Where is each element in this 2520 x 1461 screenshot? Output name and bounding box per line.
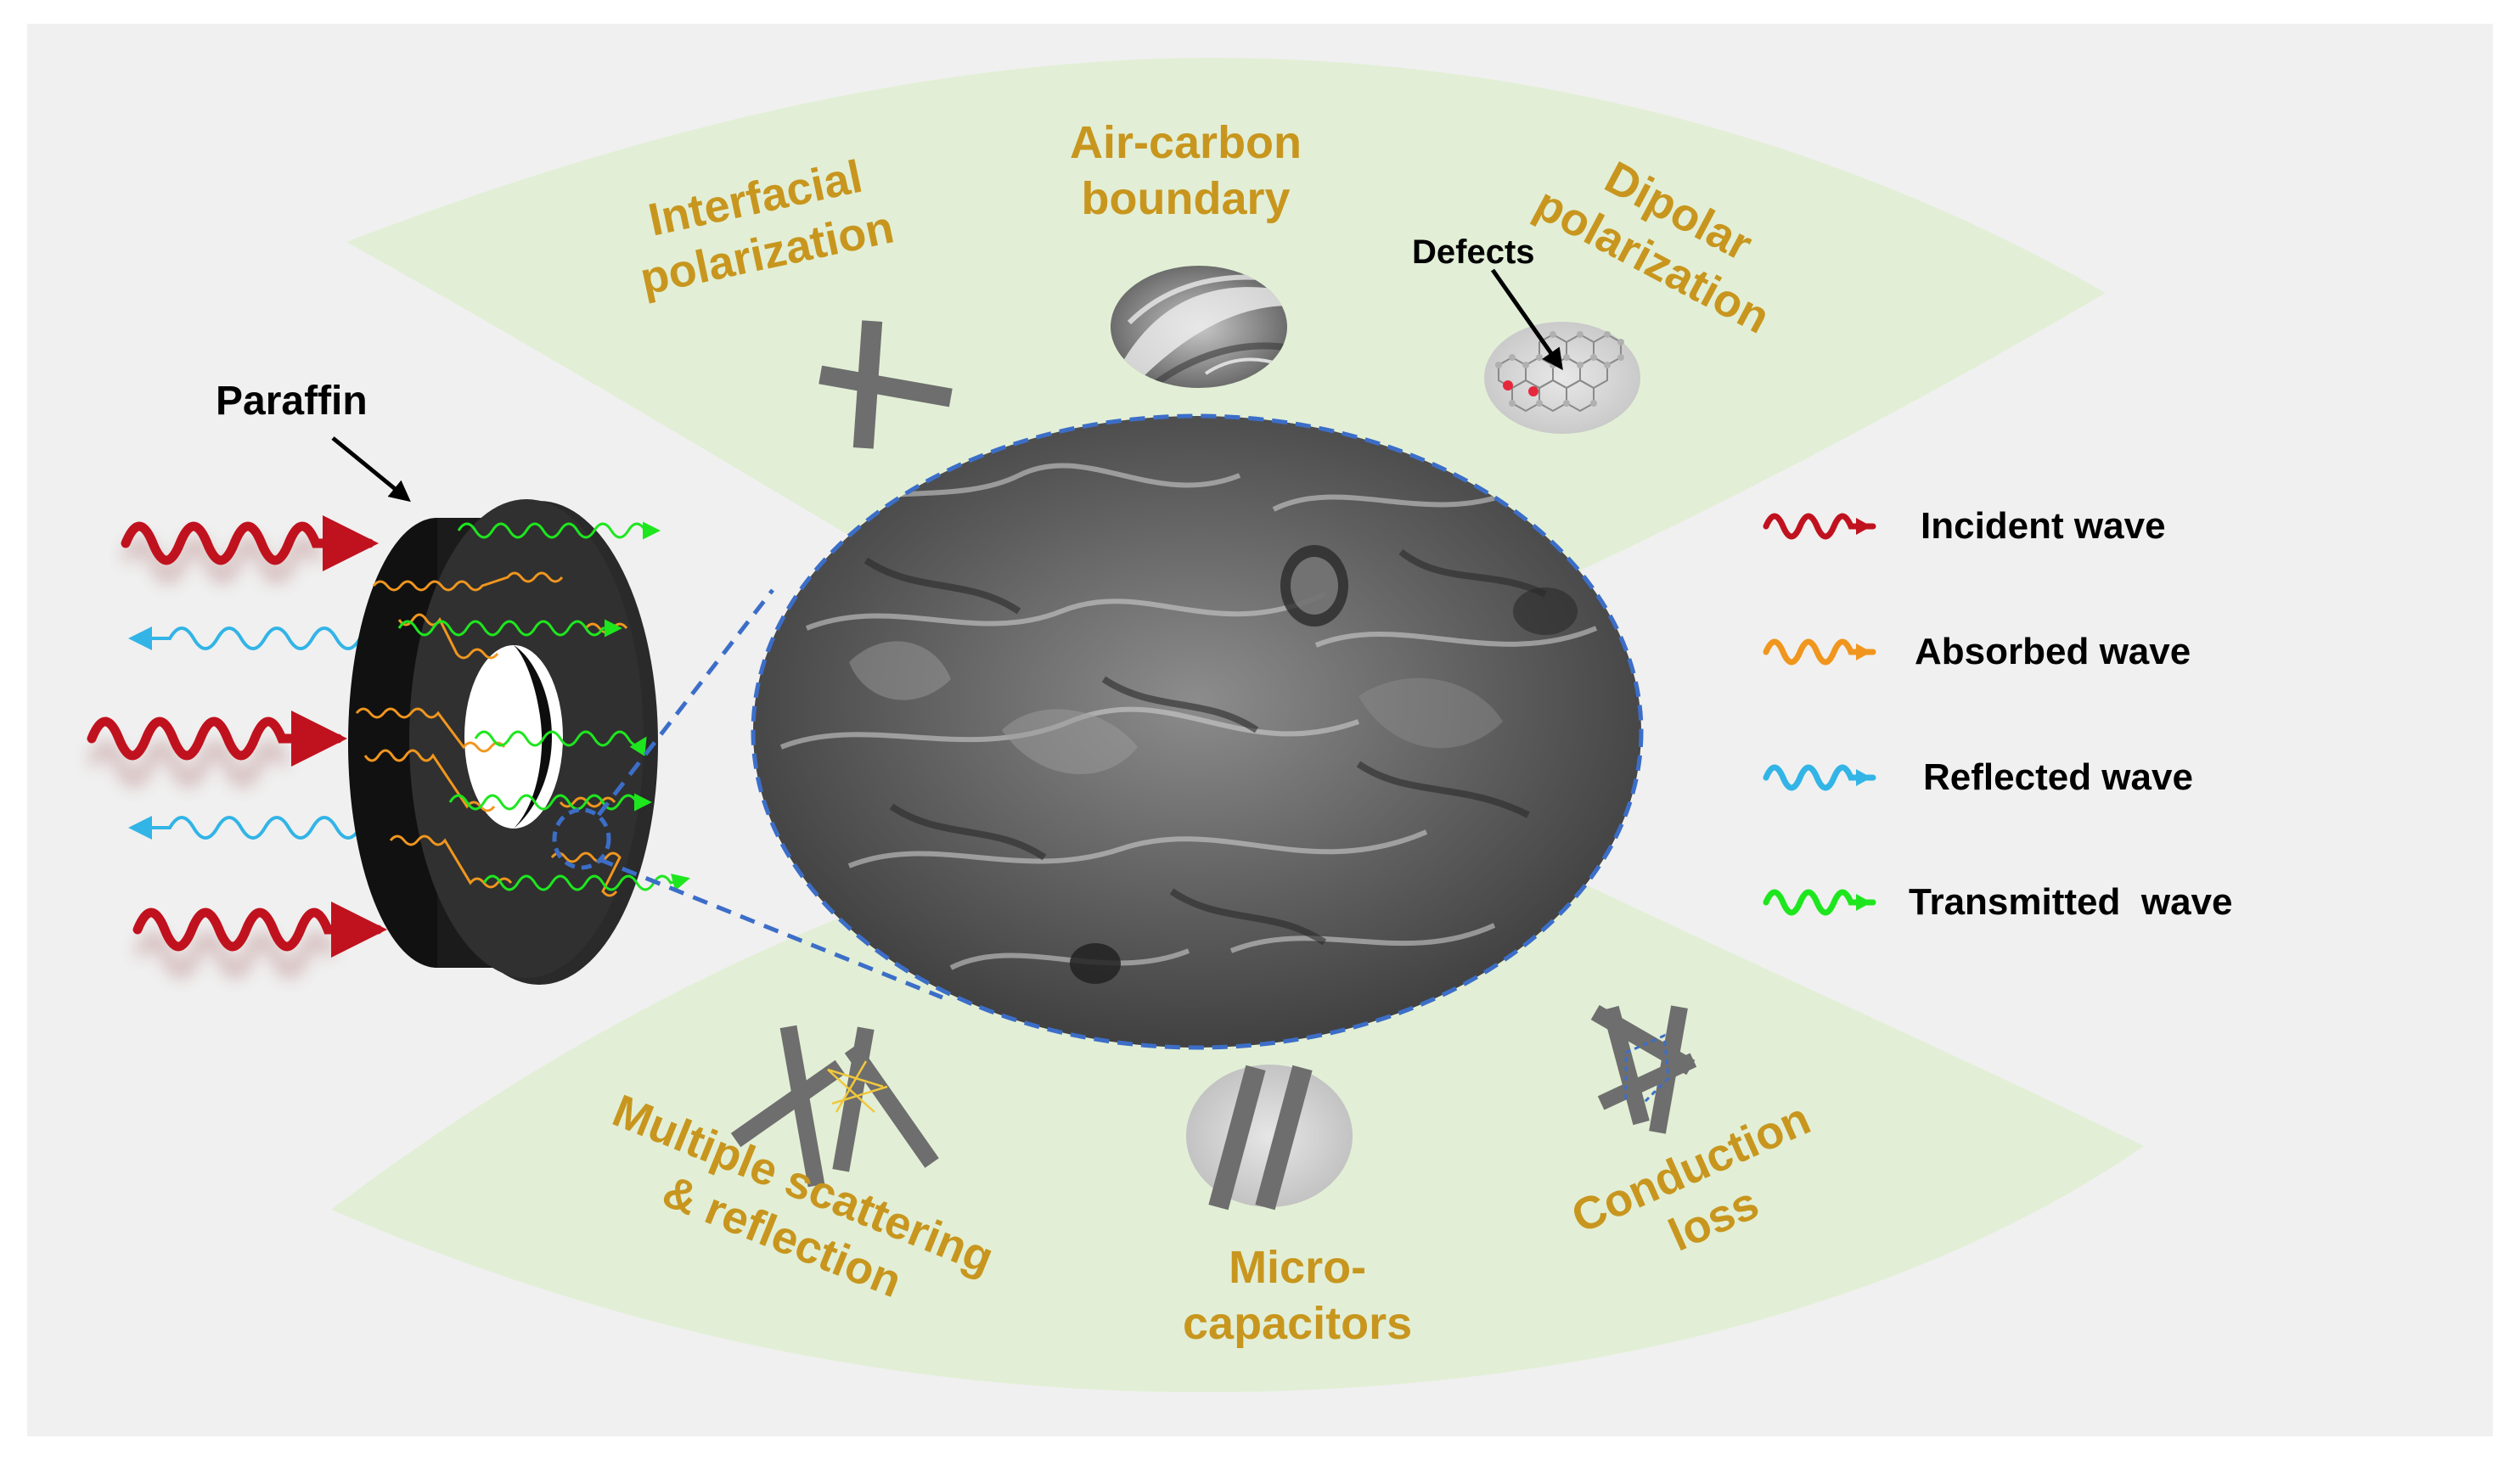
incident-waves	[87, 515, 387, 958]
transmitted-wave-arrow-icon	[1763, 889, 1876, 916]
absorbed-waves	[355, 571, 628, 897]
legend-incident-label: Incident wave	[1921, 505, 2166, 547]
conduction-path	[1624, 1033, 1670, 1105]
air-carbon-boundary-label: Air-carbon boundary	[1070, 117, 1302, 224]
scattering-rays	[827, 1060, 888, 1113]
reflected-wave-arrow-icon	[1763, 764, 1876, 791]
paraffin-arrow	[331, 436, 411, 503]
absorbed-wave-arrow-icon	[1763, 638, 1876, 666]
interfacial-cross-icon	[818, 320, 953, 449]
incident-wave-arrow-icon	[1763, 513, 1876, 540]
reflected-waves	[128, 627, 362, 840]
zoom-line-top	[597, 588, 774, 817]
micro-capacitors-icon	[1186, 1065, 1353, 1211]
air-carbon-sem-image	[1111, 266, 1287, 388]
zoom-selection-circle	[552, 807, 611, 870]
defects-lattice-icon	[1484, 322, 1640, 434]
legend-transmitted-label: Transmitted wave	[1909, 881, 2233, 923]
central-sem-image	[751, 413, 1644, 1050]
micro-capacitors-label: Micro- capacitors	[1183, 1242, 1413, 1349]
paraffin-ring-sample	[348, 499, 658, 985]
defects-arrow	[1490, 268, 1563, 371]
legend-absorbed-label: Absorbed wave	[1915, 631, 2191, 672]
legend-reflected-label: Reflected wave	[1923, 756, 2193, 798]
paraffin-label: Paraffin	[216, 379, 368, 424]
zoom-line-bottom	[598, 857, 943, 1000]
multiple-scattering-icon	[730, 1025, 939, 1188]
transmitted-waves	[397, 521, 690, 891]
defects-label: Defects	[1412, 233, 1535, 271]
